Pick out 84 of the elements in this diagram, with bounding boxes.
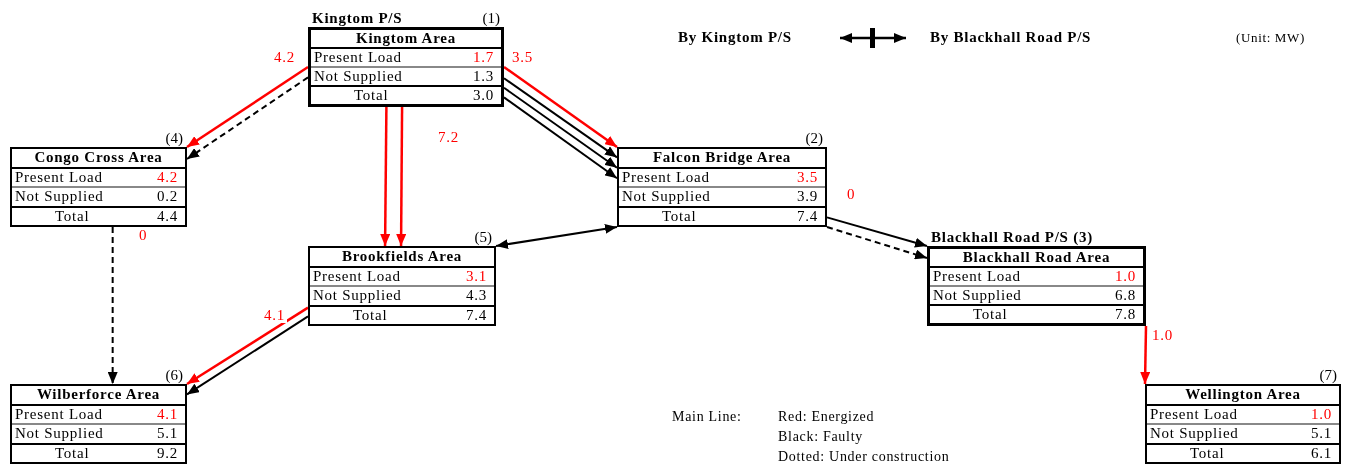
edge-label: 4.2 (272, 50, 297, 65)
station-heading: Kingtom P/S (311, 11, 403, 27)
row-value: 4.2 (157, 169, 179, 185)
area-number: (1) (482, 11, 501, 27)
connector-arrow (826, 216, 928, 248)
connector-arrow (495, 223, 618, 250)
row-value: 5.1 (1311, 426, 1333, 442)
row-value: 1.3 (473, 69, 495, 84)
row-label: Not Supplied (15, 426, 104, 442)
area-number: (7) (1319, 368, 1338, 384)
row-value: 0.2 (157, 189, 179, 205)
connector-arrow (186, 315, 309, 396)
area-number: (2) (805, 131, 824, 147)
line-key-note: Dotted: Under construction (778, 450, 950, 464)
area-heading: Blackhall Road Area (962, 250, 1111, 265)
row-label: Total (972, 307, 1008, 322)
row-value: 7.8 (1115, 307, 1137, 322)
row-value: 3.0 (473, 88, 495, 103)
area-number: (6) (165, 368, 184, 384)
connector-arrow (186, 306, 309, 386)
row-value: 1.7 (473, 50, 495, 65)
row-label: Present Load (15, 406, 103, 422)
connector-arrow (503, 65, 618, 149)
connector-arrow (503, 86, 618, 169)
row-value: 7.4 (466, 307, 488, 323)
row-value: 3.1 (466, 268, 488, 284)
line-key-note: Black: Faulty (778, 430, 863, 444)
row-label: Not Supplied (933, 288, 1022, 303)
row-label: Not Supplied (314, 69, 403, 84)
unit-note: (Unit: MW) (1236, 31, 1305, 44)
connector-arrow (503, 77, 618, 159)
connector-arrow (107, 226, 118, 385)
row-value: 6.1 (1311, 445, 1333, 461)
row-value: 6.8 (1115, 288, 1137, 303)
boundary-label: By Blackhall Road P/S (930, 30, 1092, 45)
row-value: 4.3 (466, 288, 488, 304)
row-label: Present Load (15, 169, 103, 185)
row-value: 3.9 (797, 189, 819, 205)
connector-arrow (826, 226, 928, 260)
area-heading: Wellington Area (1185, 387, 1301, 403)
row-label: Present Load (314, 50, 402, 65)
connector-arrow (186, 65, 309, 149)
row-value: 1.0 (1115, 269, 1137, 284)
line-key-note: Red: Energized (778, 410, 875, 424)
row-value: 4.1 (157, 406, 179, 422)
row-label: Total (54, 445, 90, 461)
connector-arrow (396, 107, 407, 246)
row-label: Total (661, 208, 697, 224)
boundary-label: By Kingtom P/S (678, 30, 792, 45)
connector-arrow (380, 107, 391, 246)
row-label: Total (1189, 445, 1225, 461)
area-heading: Congo Cross Area (34, 150, 163, 166)
connector-arrow (503, 96, 618, 180)
row-label: Not Supplied (1150, 426, 1239, 442)
area-heading: Brookfields Area (341, 249, 463, 265)
main-line-note: Main Line: (672, 410, 742, 424)
row-label: Total (352, 307, 388, 323)
row-label: Present Load (622, 169, 710, 185)
row-value: 5.1 (157, 426, 179, 442)
row-label: Present Load (1150, 406, 1238, 422)
row-label: Present Load (313, 268, 401, 284)
row-value: 9.2 (157, 445, 179, 461)
connector-arrow (1140, 325, 1151, 385)
area-number: (4) (165, 131, 184, 147)
area-number: (5) (474, 230, 493, 246)
connector-arrow (186, 76, 309, 160)
area-heading: Wilberforce Area (36, 387, 161, 403)
row-value: 1.0 (1311, 406, 1333, 422)
station-heading: Blackhall Road P/S (3) (930, 230, 1093, 246)
row-value: 3.5 (797, 169, 819, 185)
area-heading: Falcon Bridge Area (652, 150, 792, 166)
row-value: 7.4 (797, 208, 819, 224)
edge-label: 1.0 (1150, 328, 1175, 343)
edge-label: 7.2 (436, 130, 461, 145)
row-label: Not Supplied (622, 189, 711, 205)
row-value: 4.4 (157, 208, 179, 224)
area-heading: Kingtom Area (356, 31, 456, 46)
edge-label: 4.1 (262, 308, 287, 323)
row-label: Total (54, 208, 90, 224)
row-label: Present Load (933, 269, 1021, 284)
edge-label: 3.5 (510, 50, 535, 65)
row-label: Total (353, 88, 389, 103)
row-label: Not Supplied (313, 288, 402, 304)
row-label: Not Supplied (15, 189, 104, 205)
